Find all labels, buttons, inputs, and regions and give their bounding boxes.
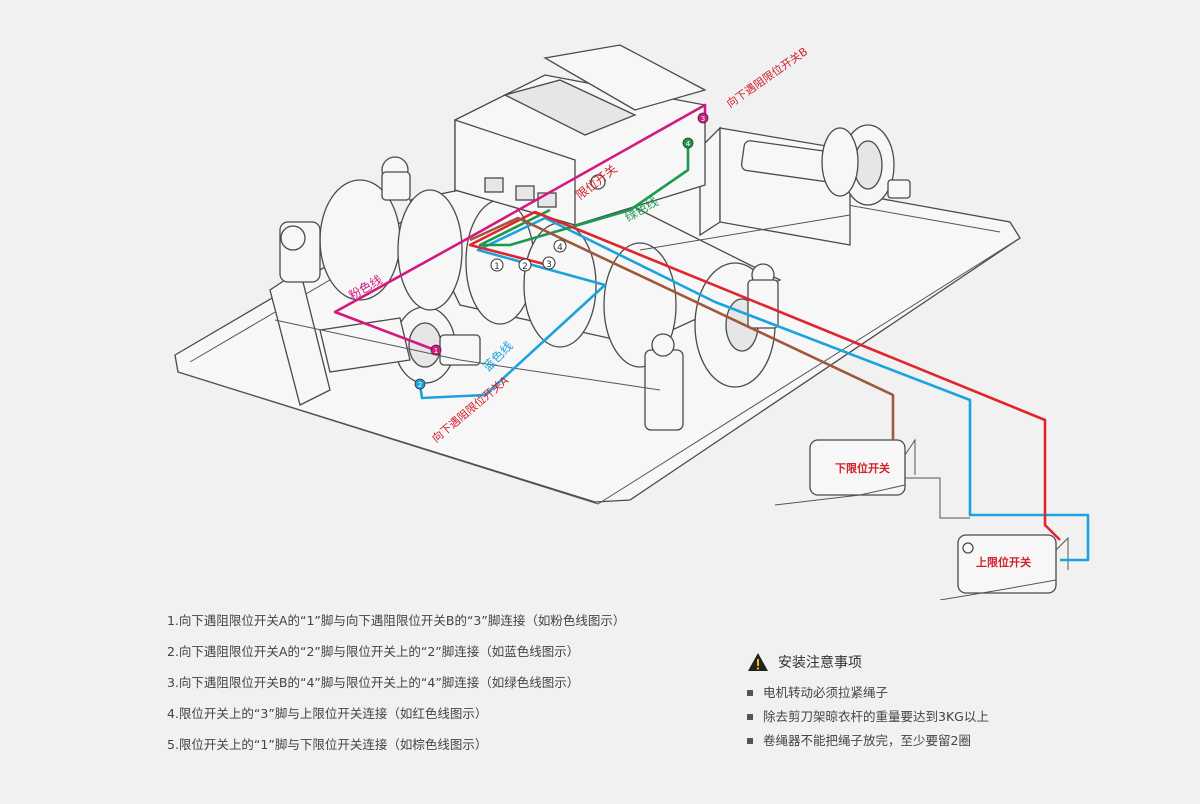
pin-marker: 1 <box>490 258 504 272</box>
pin-marker: 3 <box>697 112 709 124</box>
square-bullet-icon <box>747 738 753 744</box>
controller-box <box>454 44 707 226</box>
wiring-diagram: 下限位开关 上限位开关 粉色线 蓝色线 绿色线 限位开关 向下遇阻限位开关B 向… <box>174 44 1090 600</box>
square-bullet-icon <box>747 714 753 720</box>
switch-b-label: 向下遇阻限位开关B <box>724 44 810 110</box>
blue-wire <box>418 216 1090 562</box>
step-item: 4.限位开关上的“3”脚与上限位开关连接（如红色线图示） <box>167 706 488 721</box>
lower-switch-label: 下限位开关 <box>835 461 890 475</box>
note-item: 电机转动必须拉紧绳子 <box>747 681 989 705</box>
upper-switch-label: 上限位开关 <box>976 555 1031 569</box>
notes-list: 电机转动必须拉紧绳子 除去剪刀架晾衣杆的重量要达到3KG以上 卷绳器不能把绳子放… <box>747 681 989 753</box>
pin-marker: 1 <box>430 344 442 356</box>
pin-marker: 3 <box>542 256 556 270</box>
lower-limit-switch: 下限位开关 <box>774 438 916 506</box>
upper-limit-switch: 上限位开关 <box>939 534 1069 600</box>
step-item: 3.向下遇阻限位开关B的“4”脚与限位开关上的“4”脚连接（如绿色线图示） <box>167 675 580 690</box>
svg-text:4: 4 <box>557 243 563 253</box>
svg-text:4: 4 <box>686 140 691 148</box>
notes-title: 安装注意事项 <box>778 655 862 671</box>
warning-icon <box>748 653 768 671</box>
installation-notes: 安装注意事项 电机转动必须拉紧绳子 除去剪刀架晾衣杆的重量要达到3KG以上 卷绳… <box>747 649 989 753</box>
step-item: 2.向下遇阻限位开关A的“2”脚与限位开关上的“2”脚连接（如蓝色线图示） <box>167 644 580 659</box>
pin-marker: 2 <box>414 378 426 390</box>
svg-text:3: 3 <box>546 260 552 270</box>
note-item: 卷绳器不能把绳子放完，至少要留2圈 <box>747 729 989 753</box>
pin-marker: 4 <box>682 137 694 149</box>
svg-text:3: 3 <box>701 115 705 123</box>
blue-wire-switch-lead <box>905 477 970 519</box>
pin-marker: 4 <box>553 239 567 253</box>
step-item: 5.限位开关上的“1”脚与下限位开关连接（如棕色线图示） <box>167 737 488 752</box>
brown-wire <box>469 216 895 440</box>
right-bracket <box>699 124 911 246</box>
note-item: 除去剪刀架晾衣杆的重量要达到3KG以上 <box>747 705 989 729</box>
svg-text:2: 2 <box>418 381 422 389</box>
wiring-steps: 1.向下遇阻限位开关A的“1”脚与向下遇阻限位开关B的“3”脚连接（如粉色线图示… <box>167 612 625 767</box>
pink-wire <box>333 103 707 352</box>
svg-text:1: 1 <box>434 347 438 355</box>
square-bullet-icon <box>747 690 753 696</box>
svg-text:1: 1 <box>494 262 500 272</box>
red-wire <box>468 210 1061 541</box>
pin-marker: 2 <box>518 258 532 272</box>
step-item: 1.向下遇阻限位开关A的“1”脚与向下遇阻限位开关B的“3”脚连接（如粉色线图示… <box>167 613 626 628</box>
notes-header: 安装注意事项 <box>747 649 989 675</box>
svg-text:2: 2 <box>522 262 528 272</box>
